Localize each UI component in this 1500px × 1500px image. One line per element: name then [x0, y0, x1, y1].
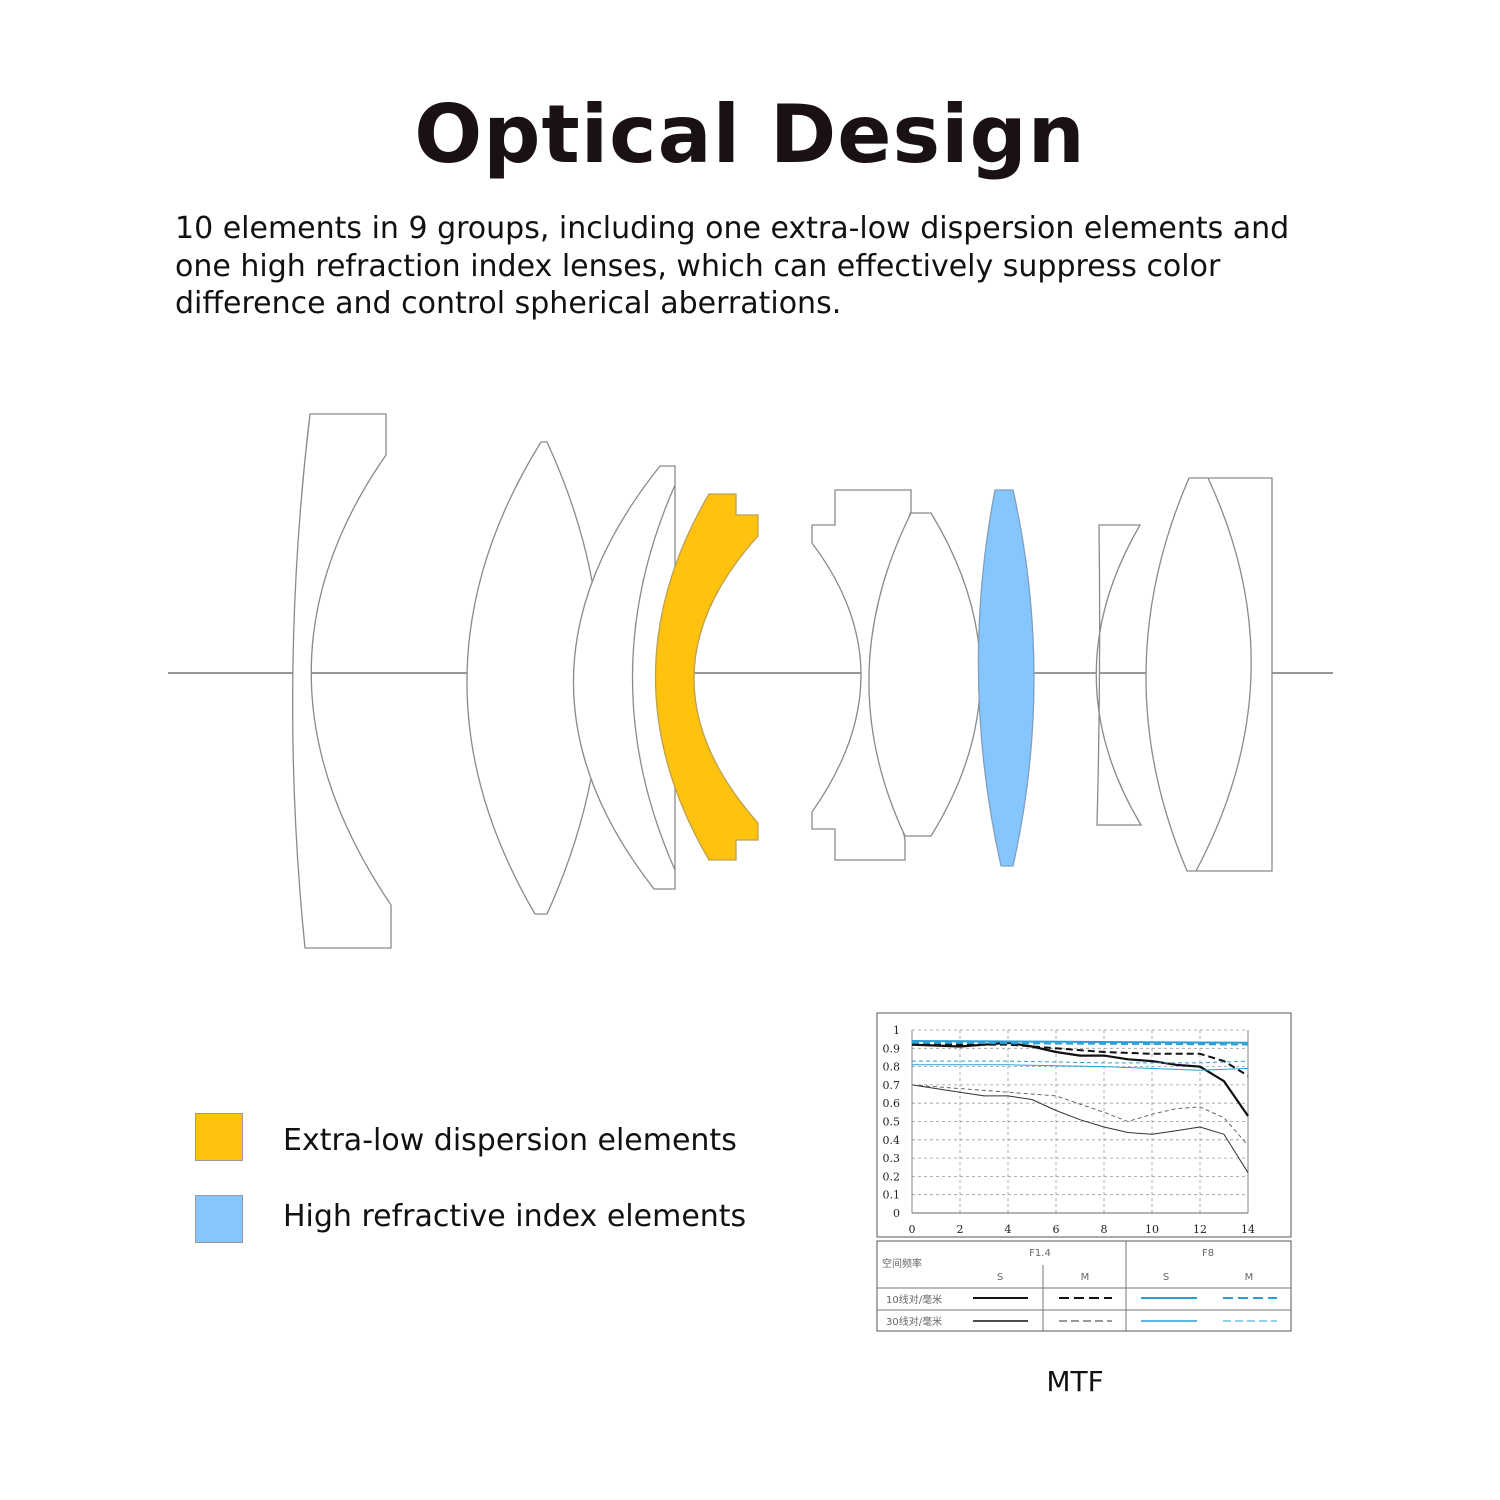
- mtf-table-row-2: 30线对/毫米: [886, 1315, 942, 1328]
- mtf-series-4: [911, 1084, 1249, 1146]
- mtf-table-frame: [876, 1240, 1292, 1332]
- legend-item-hi: High refractive index elements: [195, 1195, 746, 1243]
- mtf-y-tick: 0.9: [883, 1042, 901, 1055]
- lens-element-7-hi: [977, 489, 1035, 867]
- mtf-y-tick: 0.6: [883, 1097, 901, 1110]
- description: 10 elements in 9 groups, including one e…: [175, 210, 1355, 323]
- mtf-x-tick: 8: [1101, 1223, 1108, 1236]
- mtf-series-1: [911, 1041, 1249, 1117]
- mtf-table-sub-4: M: [1245, 1272, 1254, 1283]
- mtf-table-group-1: F1.4: [1029, 1248, 1051, 1259]
- mtf-series-2: [912, 1043, 1249, 1077]
- legend-swatch-hi: [195, 1195, 243, 1243]
- description-line-2: one high refraction index lenses, which …: [175, 248, 1221, 284]
- legend-label-hi: High refractive index elements: [283, 1199, 747, 1234]
- mtf-y-tick: 0.1: [883, 1189, 901, 1202]
- mtf-x-tick: 6: [1053, 1223, 1060, 1236]
- mtf-y-tick: 0.8: [883, 1061, 901, 1074]
- mtf-y-tick: 0.5: [883, 1116, 901, 1129]
- lens-element-3: [572, 465, 676, 890]
- mtf-table-group-2: F8: [1202, 1248, 1214, 1259]
- legend-label-ed: Extra-low dispersion elements: [283, 1123, 737, 1158]
- lens-element-3-inner: [631, 484, 676, 871]
- legend-item-ed: Extra-low dispersion elements: [195, 1113, 737, 1161]
- description-line-3: difference and control spherical aberrat…: [175, 286, 842, 321]
- mtf-y-tick: 0.2: [883, 1170, 901, 1183]
- mtf-x-tick: 4: [1005, 1223, 1012, 1236]
- lens-element-9: [1145, 477, 1273, 872]
- mtf-series-6: [911, 1041, 1249, 1046]
- mtf-x-tick: 12: [1193, 1223, 1207, 1236]
- mtf-caption: MTF: [1046, 1365, 1104, 1398]
- lens-element-4-ed: [654, 493, 759, 861]
- mtf-series-5: [911, 1040, 1249, 1044]
- lens-element-1: [291, 413, 392, 949]
- mtf-table-line-samples: [973, 1297, 1277, 1322]
- mtf-x-tick: 0: [909, 1223, 916, 1236]
- mtf-x-tick: 14: [1241, 1223, 1255, 1236]
- mtf-table-sub-3: S: [1163, 1272, 1169, 1283]
- mtf-series-8: [912, 1060, 1249, 1064]
- mtf-table-corner: 空间频率: [882, 1257, 922, 1270]
- lens-diagram: [168, 413, 1333, 949]
- mtf-x-tick: 2: [957, 1223, 964, 1236]
- legend-swatch-ed: [195, 1113, 243, 1161]
- mtf-table-row-1: 10线对/毫米: [886, 1293, 942, 1306]
- mtf-chart-frame: [876, 1012, 1292, 1238]
- mtf-y-tick: 1: [893, 1024, 900, 1037]
- mtf-series-7: [912, 1064, 1249, 1071]
- mtf-lines: [911, 1040, 1249, 1173]
- mtf-x-tick: 10: [1145, 1223, 1159, 1236]
- mtf-y-tick: 0.3: [883, 1152, 901, 1165]
- lens-element-9-inner: [1195, 477, 1252, 872]
- lens-element-6: [868, 512, 982, 837]
- mtf-y-tick: 0: [893, 1207, 900, 1220]
- description-line-1: 10 elements in 9 groups, including one e…: [175, 211, 1290, 246]
- mtf-series-3: [911, 1084, 1249, 1173]
- mtf-y-tick: 0.4: [883, 1134, 901, 1147]
- mtf-grid: [911, 1029, 1249, 1214]
- page-title: Optical Design: [414, 88, 1086, 181]
- mtf-table-sub-1: S: [997, 1272, 1003, 1283]
- lens-element-2: [466, 441, 602, 915]
- lens-element-8: [1095, 524, 1143, 826]
- mtf-table-sub-2: M: [1081, 1272, 1090, 1283]
- mtf-y-tick: 0.7: [883, 1079, 901, 1092]
